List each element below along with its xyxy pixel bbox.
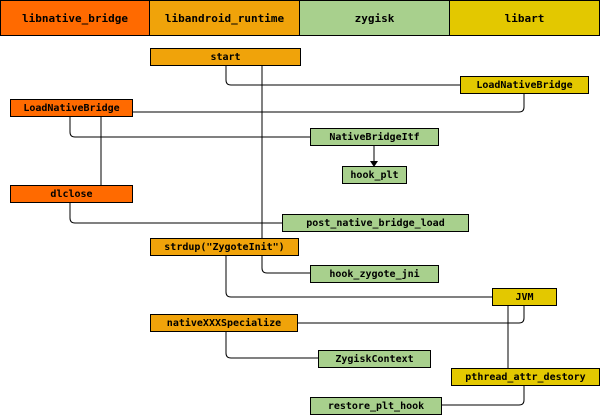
node-native-bridge-itf[interactable]: NativeBridgeItf — [310, 128, 439, 146]
node-pthread-attr-destory[interactable]: pthread_attr_destory — [451, 368, 600, 386]
node-load-native-bridge-libart[interactable]: LoadNativeBridge — [460, 76, 589, 94]
node-strdup-zygote-init[interactable]: strdup("ZygoteInit") — [150, 238, 299, 256]
node-jvm[interactable]: JVM — [492, 288, 557, 306]
node-post-native-bridge-load[interactable]: post_native_bridge_load — [282, 214, 469, 232]
lane-libnative-bridge: libnative_bridge — [0, 0, 150, 36]
node-start[interactable]: start — [150, 48, 301, 66]
node-zygisk-context[interactable]: ZygiskContext — [318, 350, 431, 368]
node-dlclose[interactable]: dlclose — [10, 185, 133, 203]
lane-libandroid-runtime: libandroid_runtime — [149, 0, 300, 36]
node-hook-zygote-jni[interactable]: hook_zygote_jni — [310, 265, 439, 283]
lane-libart: libart — [449, 0, 600, 36]
node-restore-plt-hook[interactable]: restore_plt_hook — [310, 397, 442, 415]
node-native-xxx-specialize[interactable]: nativeXXXSpecialize — [150, 314, 298, 332]
node-hook-plt[interactable]: hook_plt — [342, 166, 407, 184]
node-load-native-bridge[interactable]: LoadNativeBridge — [10, 99, 133, 117]
lane-zygisk: zygisk — [299, 0, 450, 36]
